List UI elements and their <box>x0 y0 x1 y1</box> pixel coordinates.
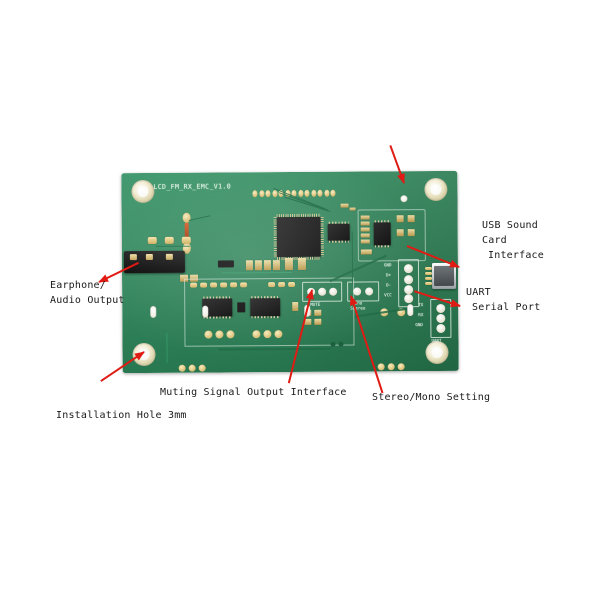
label-earphone-line-1: Earphone/ <box>50 280 106 291</box>
usb-breakout-header[interactable] <box>397 259 420 308</box>
mounting-hole-top-right <box>424 177 448 202</box>
label-usb-line-2: Card <box>482 235 507 246</box>
label-earphone-line-2: Audio Output <box>50 295 125 306</box>
label-uart-line-2: Serial Port <box>472 302 541 313</box>
label-stereo-mono-line-1: Stereo/Mono Setting <box>372 392 491 403</box>
silkscreen-usb-pin-vcc: VCC <box>384 292 392 298</box>
label-usb-line-1: USB Sound <box>482 220 538 231</box>
label-installation-hole: Installation Hole 3mm <box>56 408 187 423</box>
silkscreen-uart-pin-gnd: GND <box>415 322 423 328</box>
audio-amp-chip-right <box>250 298 281 317</box>
label-earphone-audio-output: Earphone/ Audio Output <box>50 278 125 308</box>
main-mcu-qfp-chip <box>273 216 324 258</box>
label-uart-line-1: UART <box>466 287 491 298</box>
pcb-board: LCD_FM_RX_EMC_V1.0 <box>121 170 459 374</box>
silkscreen-board-title: LCD_FM_RX_EMC_V1.0 <box>153 182 232 191</box>
label-muting-signal-output: Muting Signal Output Interface <box>160 385 347 400</box>
silkscreen-uart-pin-rx: RX <box>418 312 424 318</box>
label-installation-hole-line-1: Installation Hole 3mm <box>56 410 187 421</box>
label-muting-signal-line-1: Muting Signal Output Interface <box>160 387 347 398</box>
silkscreen-usb-pin-dp: D+ <box>386 272 392 278</box>
flash-soic-chip <box>327 223 350 241</box>
earphone-audio-jack <box>123 250 186 274</box>
silkscreen-uart-pin-tx: TX <box>418 302 424 308</box>
label-stereo-mono-setting: Stereo/Mono Setting <box>372 390 490 405</box>
label-usb-line-3: Interface <box>488 250 544 261</box>
silkscreen-usb-pin-dm: D- <box>386 282 392 288</box>
silkscreen-mute-label: MUTE <box>310 301 321 307</box>
mounting-hole-bottom-right <box>425 340 449 365</box>
label-uart-serial-port: UART Serial Port <box>466 285 540 315</box>
rf-soic-chip <box>373 222 391 246</box>
silkscreen-uart-label: UART <box>431 337 442 344</box>
silkscreen-usb-pin-gnd: GND <box>383 262 392 268</box>
trace-lcd-fanout-3 <box>284 196 331 213</box>
mounting-hole-top-left <box>131 179 155 204</box>
label-usb-sound-card-interface: USB Sound Card Interface <box>482 218 544 263</box>
alignment-hole-top-right <box>400 195 408 203</box>
crystal-oscillator <box>217 260 234 268</box>
uart-serial-header[interactable] <box>430 298 452 339</box>
